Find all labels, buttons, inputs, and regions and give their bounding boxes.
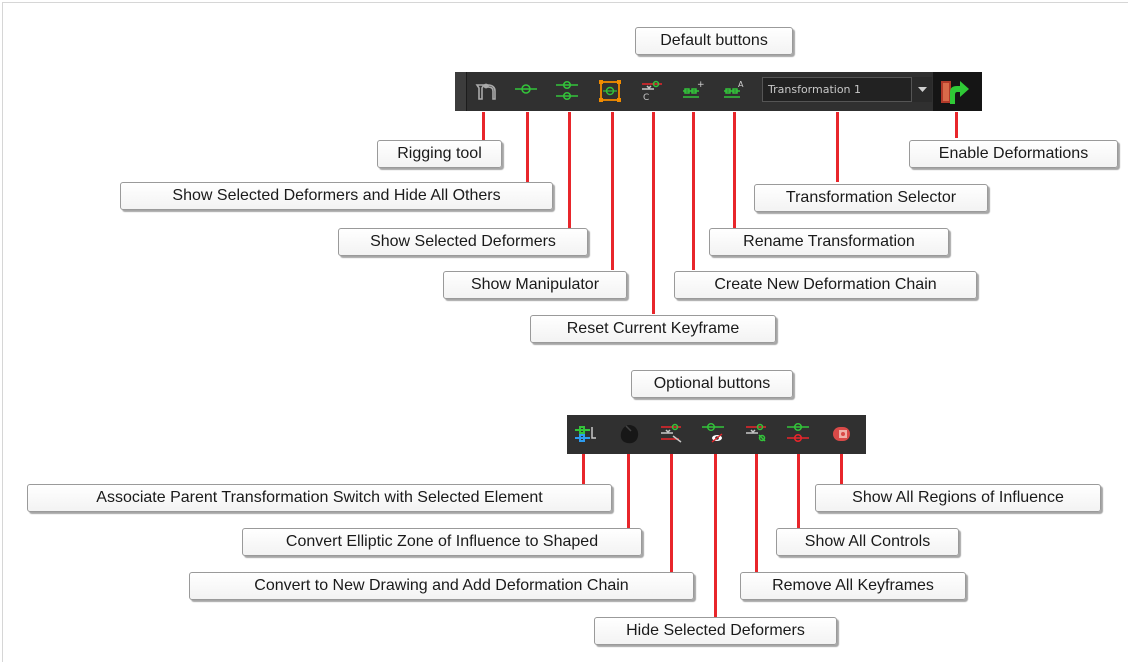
leader-line (526, 112, 529, 182)
leader-line (755, 454, 758, 572)
convert-elliptic-zone-icon[interactable] (617, 422, 641, 446)
leader-line (797, 454, 800, 528)
optional-buttons-heading: Optional buttons (631, 370, 793, 398)
svg-text:+: + (697, 80, 705, 90)
leader-line (836, 112, 839, 182)
leader-line (733, 112, 736, 228)
show-all-controls-icon[interactable] (786, 421, 810, 445)
leader-line (582, 454, 585, 484)
show-selected-deformers-callout: Show Selected Deformers (338, 228, 588, 256)
show-regions-of-influence-icon[interactable] (829, 422, 853, 446)
transformation-selector-callout: Transformation Selector (754, 184, 988, 212)
show-selected-hide-others-callout: Show Selected Deformers and Hide All Oth… (120, 182, 553, 210)
hide-selected-deformers-icon[interactable] (701, 420, 725, 444)
leader-line (627, 454, 630, 528)
leader-line (955, 112, 958, 138)
deformation-toolbar-default: C + A Transformation 1 (455, 72, 982, 111)
deformation-toolbar-optional (567, 415, 866, 454)
default-buttons-heading: Default buttons (635, 27, 793, 55)
show-selected-hide-others-icon[interactable] (514, 78, 538, 102)
show-regions-of-influence-callout: Show All Regions of Influence (815, 484, 1101, 512)
leader-line (670, 454, 673, 572)
reset-current-keyframe-callout: Reset Current Keyframe (530, 315, 776, 343)
leader-line (652, 112, 655, 314)
chevron-down-icon[interactable] (911, 77, 932, 102)
rename-transformation-callout: Rename Transformation (709, 228, 949, 256)
rename-transformation-icon[interactable]: A (722, 78, 746, 102)
toolbar-grip[interactable] (455, 72, 467, 111)
rigging-tool-icon[interactable] (474, 80, 498, 104)
convert-elliptic-zone-callout: Convert Elliptic Zone of Influence to Sh… (242, 528, 642, 556)
show-manipulator-callout: Show Manipulator (443, 271, 627, 299)
associate-parent-switch-icon[interactable] (574, 422, 598, 446)
associate-parent-switch-callout: Associate Parent Transformation Switch w… (27, 484, 612, 512)
convert-new-drawing-callout: Convert to New Drawing and Add Deformati… (189, 572, 694, 600)
create-deformation-chain-callout: Create New Deformation Chain (674, 271, 977, 299)
create-deformation-chain-icon[interactable]: + (681, 78, 705, 102)
show-all-controls-callout: Show All Controls (776, 528, 959, 556)
remove-all-keyframes-icon[interactable] (744, 422, 768, 446)
convert-new-drawing-icon[interactable] (659, 422, 683, 446)
enable-deformations-callout: Enable Deformations (909, 140, 1118, 168)
leader-line (840, 454, 843, 484)
rigging-tool-callout: Rigging tool (377, 140, 502, 168)
svg-text:C: C (643, 93, 649, 102)
leader-line (611, 112, 614, 270)
reset-current-keyframe-icon[interactable]: C (640, 78, 664, 102)
enable-deformations-icon (941, 81, 969, 104)
svg-text:A: A (738, 80, 744, 89)
transformation-selector[interactable]: Transformation 1 (762, 77, 932, 102)
show-manipulator-icon[interactable] (598, 79, 622, 103)
leader-line (692, 112, 695, 270)
leader-line (482, 112, 485, 142)
leader-line (568, 112, 571, 228)
hide-selected-deformers-callout: Hide Selected Deformers (594, 617, 837, 645)
remove-all-keyframes-callout: Remove All Keyframes (740, 572, 966, 600)
enable-deformations-button[interactable] (933, 72, 982, 111)
show-selected-deformers-icon[interactable] (555, 78, 579, 102)
leader-line (714, 454, 717, 617)
